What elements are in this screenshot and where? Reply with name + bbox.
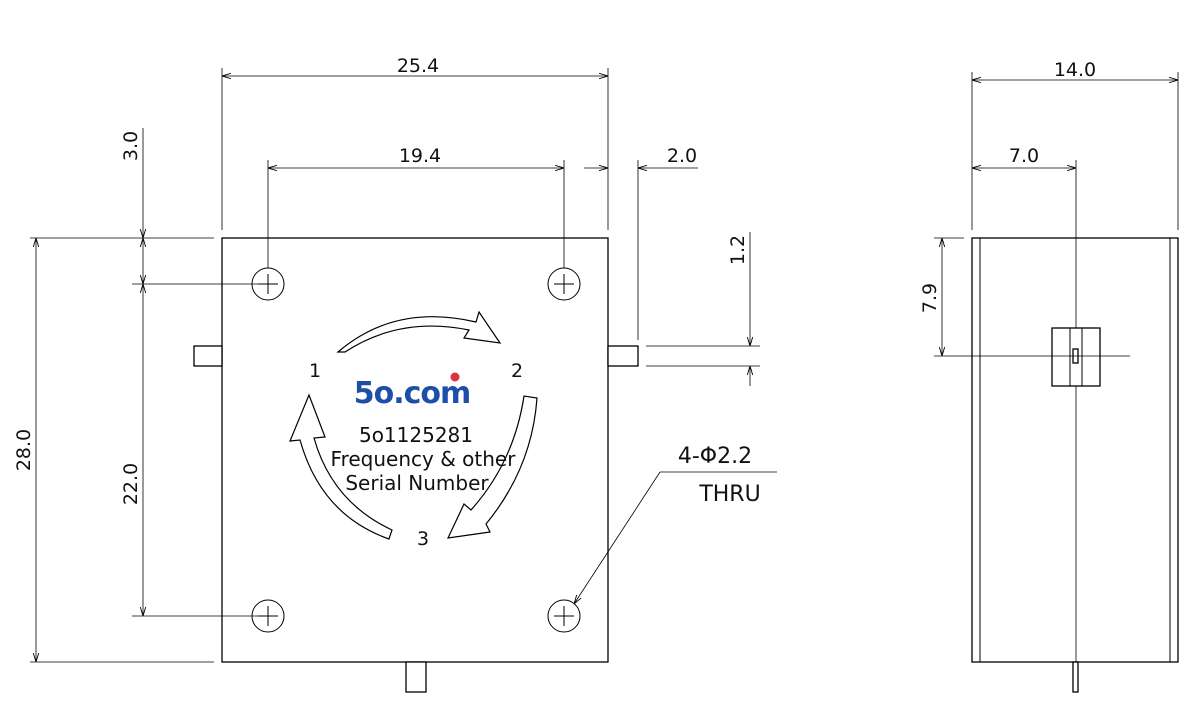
dim-height-overall: 28.0 bbox=[13, 429, 35, 471]
port3-tab bbox=[405, 661, 427, 693]
side-bottom-pin bbox=[1072, 661, 1079, 693]
dim-hole-spacing-y: 22.0 bbox=[120, 463, 142, 505]
mounting-hole-bottom-right bbox=[547, 599, 581, 633]
label-line-frequency: Frequency & other bbox=[331, 447, 517, 471]
port-label-2: 2 bbox=[511, 360, 523, 382]
dim-tab-thickness: 1.2 bbox=[727, 235, 749, 265]
front-dimensions: 25.4 19.4 2.0 3.0 22.0 28.0 1.2 bbox=[13, 55, 777, 663]
logo-dot bbox=[450, 372, 460, 382]
part-number: 5o1125281 bbox=[359, 423, 473, 447]
port-label-3: 3 bbox=[417, 528, 429, 550]
circulation-arrow-3-1 bbox=[289, 393, 393, 540]
dim-side-pin-height: 7.9 bbox=[919, 283, 941, 313]
port2-tab bbox=[607, 345, 639, 367]
circulation-arrow-2-3 bbox=[446, 395, 538, 539]
dim-edge-to-hole: 3.0 bbox=[120, 131, 142, 161]
side-view bbox=[971, 237, 1179, 693]
dim-side-center: 7.0 bbox=[1009, 145, 1039, 167]
side-body-outline bbox=[971, 237, 1179, 663]
side-dimensions: 14.0 7.0 7.9 bbox=[919, 59, 1179, 357]
callout-hole-size: 4-Φ2.2 bbox=[678, 444, 752, 469]
front-view: 1 2 3 5o.com 5o1125281 Frequency & other… bbox=[193, 237, 639, 693]
dim-hole-spacing-x: 19.4 bbox=[399, 145, 441, 167]
brand-logo: 5o.com bbox=[354, 376, 471, 411]
port1-tab bbox=[193, 345, 223, 367]
circulation-arrow-1-2 bbox=[336, 310, 502, 353]
dim-tab-length: 2.0 bbox=[667, 145, 697, 167]
port-label-1: 1 bbox=[309, 360, 321, 382]
callout-thru: THRU bbox=[698, 482, 760, 507]
dim-side-width: 14.0 bbox=[1054, 59, 1096, 81]
dim-width-overall: 25.4 bbox=[397, 55, 439, 77]
front-body-outline bbox=[221, 237, 609, 663]
label-line-serial: Serial Number bbox=[345, 471, 489, 495]
